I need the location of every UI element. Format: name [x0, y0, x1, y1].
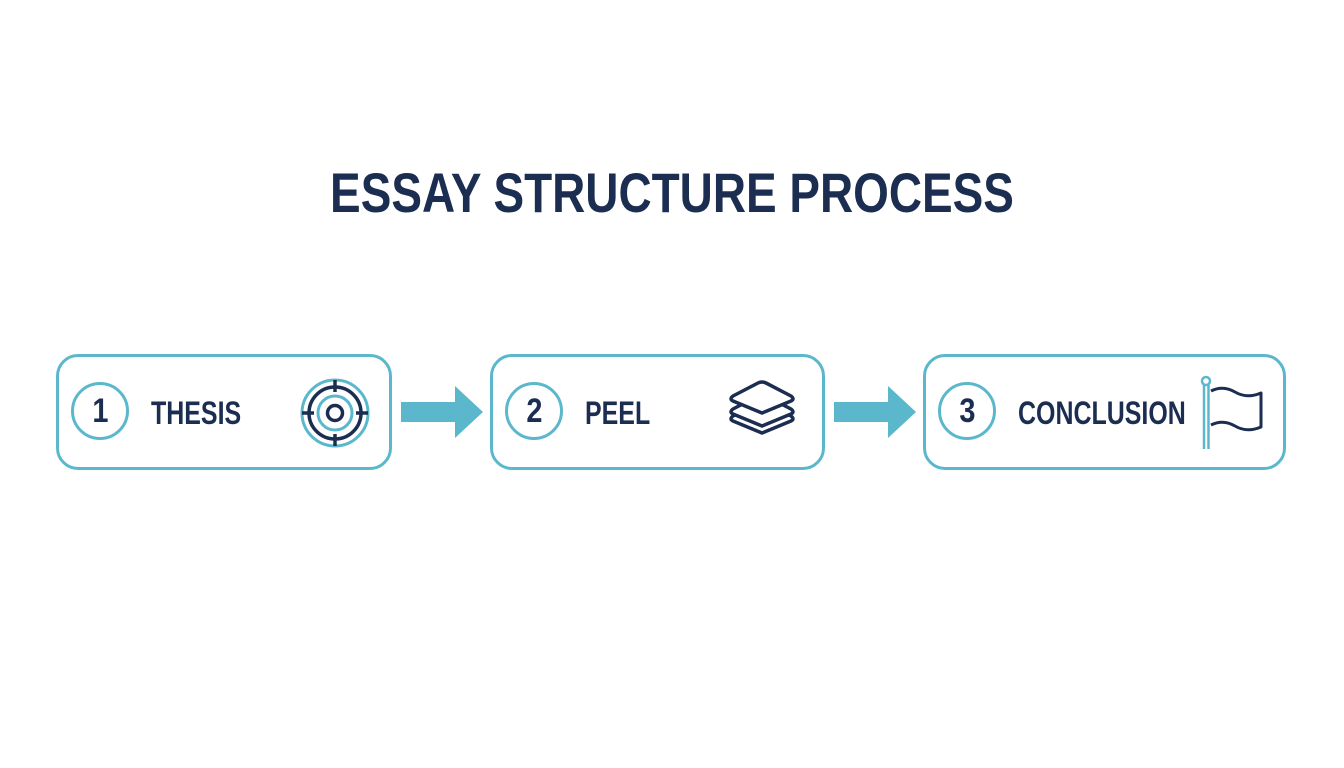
step-label: PEEL	[585, 395, 651, 431]
arrow-right-icon	[401, 386, 483, 438]
layers-icon	[729, 380, 795, 435]
step-number-badge: 1	[71, 382, 129, 440]
step-thesis: 1 THESIS	[56, 354, 392, 470]
step-label: THESIS	[151, 395, 242, 431]
step-peel: 2 PEEL	[490, 354, 825, 470]
arrow-right-icon	[834, 386, 916, 438]
target-icon	[300, 378, 370, 448]
flag-icon	[1200, 375, 1263, 449]
step-label: CONCLUSION	[1018, 395, 1186, 431]
step-number-badge: 2	[505, 382, 563, 440]
diagram-title: ESSAY STRUCTURE PROCESS	[330, 161, 1014, 224]
step-number-badge: 3	[938, 382, 996, 440]
step-conclusion: 3 CONCLUSION	[923, 354, 1286, 470]
